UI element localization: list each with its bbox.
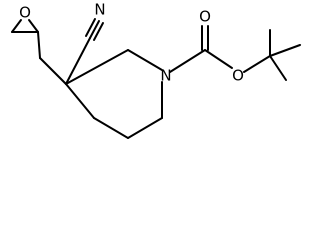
structure-canvas: O N N O O [11, 0, 301, 139]
carbonyl-oxygen-label: O [199, 8, 211, 26]
bond-ester-o-tbu [243, 55, 271, 73]
ring-bond-c4-c3 [65, 83, 95, 119]
nitrile-nitrogen-label: N [94, 1, 105, 19]
ring-bond-c6-c5 [127, 117, 163, 139]
bond-carbonyl-ester-o [204, 49, 233, 69]
epoxide-bond-o-right [28, 19, 39, 33]
ring-bond-c5-c4 [93, 117, 129, 139]
epoxide-oxygen-label: O [19, 4, 31, 22]
ring-bond-c2-n [127, 49, 163, 71]
nitrile-triple-bond-c [93, 22, 104, 41]
ester-oxygen-label: O [232, 67, 244, 85]
bond-ch2-c3 [39, 57, 67, 85]
bond-c3-cn-carbon [65, 37, 91, 85]
ring-nitrogen-label: N [160, 67, 171, 85]
nitrile-triple-bond-a [89, 20, 100, 39]
tbu-methyl-right [269, 44, 301, 57]
epoxide-bond-o-left [11, 19, 22, 33]
tbu-methyl-bottom [269, 55, 287, 81]
chemical-structure: O N N O O [11, 1, 301, 139]
ring-bond-c3-c2 [65, 49, 129, 85]
bond-epoxide-ch2 [37, 31, 41, 59]
nitrile-triple-bond-b [85, 18, 96, 37]
bond-n-carbonyl [169, 49, 206, 73]
